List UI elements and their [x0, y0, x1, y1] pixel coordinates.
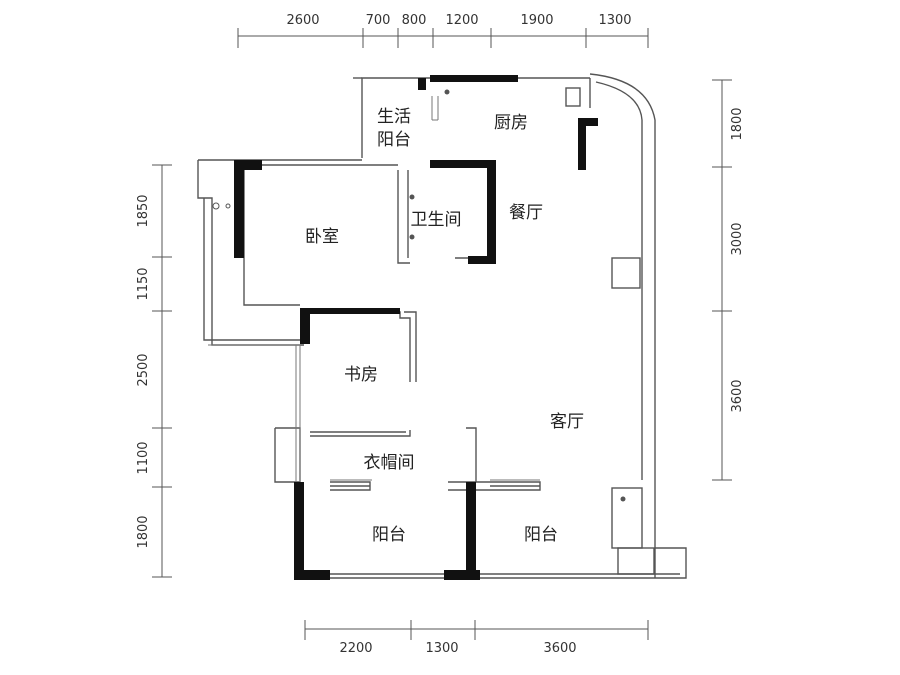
dim-top-1: 2600 — [286, 13, 319, 28]
room-label-study: 书房 — [344, 365, 378, 385]
dim-left-3: 2500 — [136, 353, 151, 386]
dim-right-2: 3000 — [730, 222, 745, 255]
dim-left-5: 1800 — [136, 515, 151, 548]
dim-bottom-2: 1300 — [425, 641, 458, 656]
dim-top-2: 700 — [366, 13, 391, 28]
dim-bottom-3: 3600 — [543, 641, 576, 656]
dim-bottom-1: 2200 — [339, 641, 372, 656]
room-labels: 生活 阳台 厨房 卧室 卫生间 餐厅 书房 客厅 衣帽间 阳台 阳台 — [305, 107, 584, 545]
dim-top-4: 1200 — [445, 13, 478, 28]
dim-left-1: 1850 — [136, 194, 151, 227]
room-label-kitchen: 厨房 — [494, 113, 528, 133]
room-label-utility-balcony-2: 阳台 — [377, 130, 411, 150]
room-label-bedroom: 卧室 — [305, 227, 339, 247]
dim-right-1: 1800 — [730, 107, 745, 140]
room-label-balcony-right: 阳台 — [524, 525, 558, 545]
fixtures — [212, 89, 626, 502]
room-label-balcony-left: 阳台 — [372, 525, 406, 545]
room-label-utility-balcony-1: 生活 — [377, 107, 411, 127]
windows — [208, 96, 540, 482]
room-label-dining: 餐厅 — [509, 203, 543, 223]
dim-top-6: 1300 — [598, 13, 631, 28]
dim-left-2: 1150 — [136, 267, 151, 300]
dim-top-3: 800 — [402, 13, 427, 28]
dim-right-3: 3600 — [730, 379, 745, 412]
dimension-lines — [152, 28, 732, 640]
dim-top-5: 1900 — [520, 13, 553, 28]
dim-left-4: 1100 — [136, 441, 151, 474]
room-label-cloakroom: 衣帽间 — [364, 453, 415, 473]
walls — [197, 73, 687, 579]
room-label-living: 客厅 — [550, 412, 584, 432]
room-label-bathroom: 卫生间 — [411, 210, 462, 230]
structural-walls — [234, 75, 598, 580]
dimension-labels: 2600 700 800 1200 1900 1300 2200 1300 36… — [136, 13, 745, 656]
